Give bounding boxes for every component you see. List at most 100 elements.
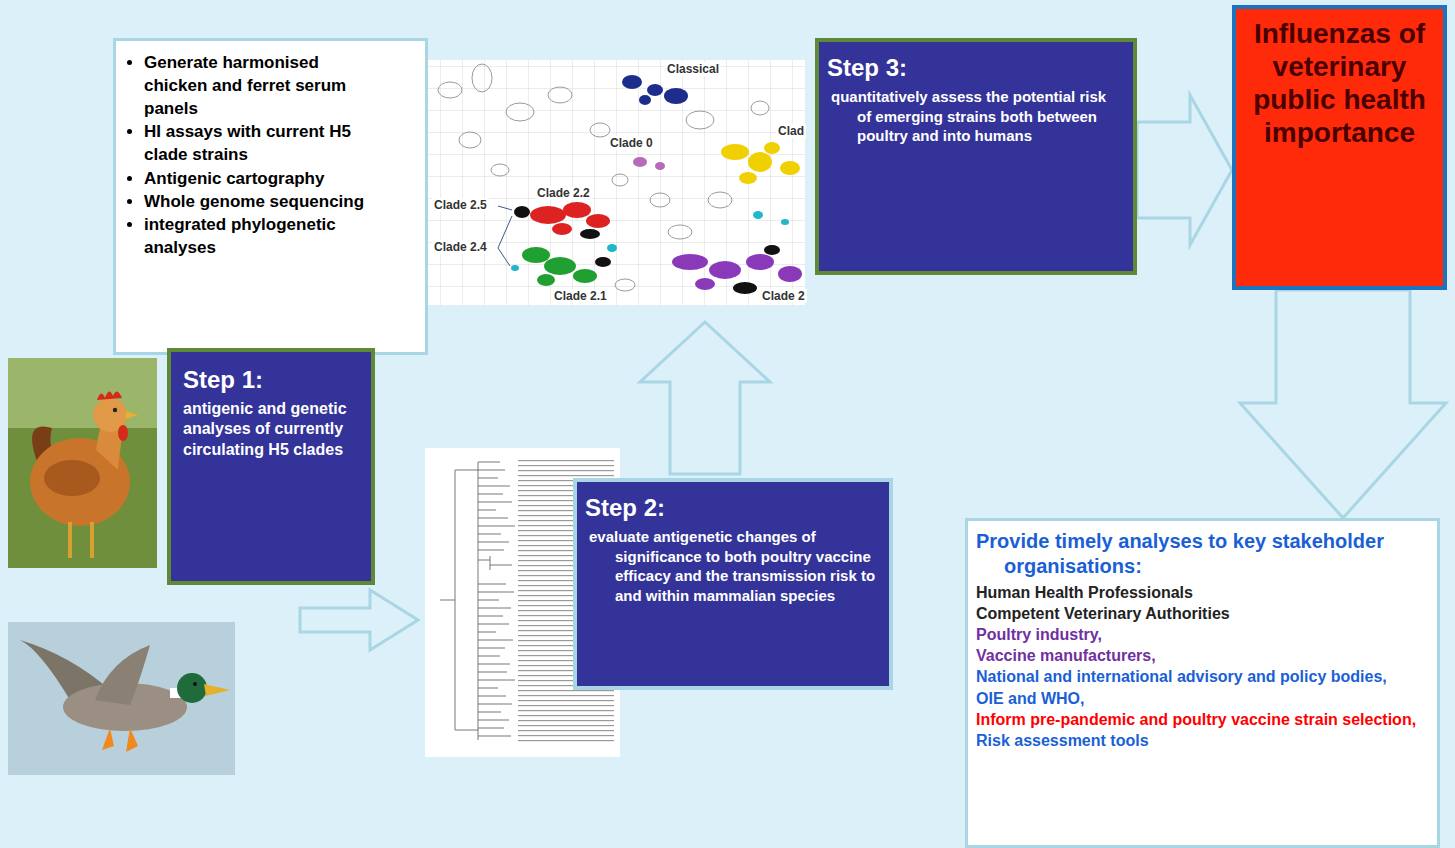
step-description: antigenic and genetic analyses of curren… — [183, 399, 361, 460]
stakeholder-item: Inform pre-pandemic and poultry vaccine … — [976, 709, 1427, 730]
chicken-photo — [8, 358, 157, 568]
chicken-photo-part — [70, 522, 92, 558]
antigenic-map-part-part — [721, 144, 749, 160]
antigenic-map-part-part — [548, 87, 572, 103]
stakeholder-box: Provide timely analyses to key stakehold… — [965, 518, 1440, 848]
step-box: Step 1: antigenic and genetic analyses of… — [167, 348, 375, 585]
antigenic-map-part-part — [647, 84, 663, 96]
antigenic-map-part-part — [537, 274, 555, 286]
antigenic-map-part-part — [655, 162, 665, 170]
antigenic-map-part-part — [607, 244, 617, 252]
stakeholder-item: OIE and WHO, — [976, 688, 1427, 709]
antigenic-map-part-part — [748, 152, 772, 172]
duck-photo-part — [8, 622, 235, 775]
step-heading: Step 2: — [585, 494, 879, 523]
antigenic-map-part — [721, 142, 800, 184]
antigenic-map-part-part — [522, 247, 550, 263]
chicken-photo-part — [44, 460, 100, 496]
antigenic-map-part-part — [780, 161, 800, 175]
clade-label: Clade 2.5 — [432, 198, 489, 212]
stakeholder-item: Poultry industry, — [976, 624, 1427, 645]
antigenic-map — [428, 60, 805, 305]
antigenic-map-part — [622, 75, 688, 105]
clade-label: Classical — [665, 62, 721, 76]
antigenic-map-part-part — [764, 245, 780, 255]
antigenic-map-part — [438, 64, 769, 291]
step-heading: Step 1: — [183, 366, 361, 395]
antigenic-map-part-part — [650, 193, 670, 207]
duck-photo-part — [102, 728, 138, 752]
bullet-item: integrated phylogenetic analyses — [144, 213, 385, 259]
antigenic-map-part-part — [686, 111, 714, 129]
antigenic-map-part-part — [472, 64, 492, 92]
bullet-item: Whole genome sequencing — [144, 190, 385, 213]
antigenic-map-part-part — [709, 261, 741, 279]
antigenic-map-part — [428, 60, 805, 305]
antigenic-map-part-part — [438, 82, 462, 98]
antigenic-map-part-part — [664, 88, 688, 104]
antigenic-map-part-part — [580, 229, 600, 239]
bullet-list: Generate harmonised chicken and ferret s… — [122, 51, 385, 259]
antigenic-map-part-part — [506, 103, 534, 121]
antigenic-map-part-part — [778, 266, 802, 282]
antigenic-map-part-part — [668, 225, 692, 239]
antigenic-map-part-part — [622, 75, 642, 89]
antigenic-map-part-part — [733, 282, 757, 294]
antigenic-map-part-part — [753, 211, 763, 219]
phylogenetic-tree-part — [440, 462, 515, 740]
chicken-photo-part — [113, 408, 117, 412]
flow-arrow — [1137, 95, 1232, 245]
duck-photo-part — [177, 673, 207, 703]
outcome-box: Influenzas of veterinary public health i… — [1232, 5, 1447, 290]
bullet-item: HI assays with current H5 clade strains — [144, 120, 385, 166]
flow-arrow — [1240, 290, 1446, 518]
chicken-photo-part — [118, 425, 128, 441]
duck-photo-part — [204, 684, 230, 696]
antigenic-map-part-part — [595, 257, 611, 267]
clade-label: Clade 2.4 — [432, 240, 489, 254]
antigenic-map-part — [514, 206, 780, 294]
antigenic-map-part-part — [781, 219, 789, 225]
stakeholder-item: Vaccine manufacturers, — [976, 645, 1427, 666]
clade-label: Clade 2.1 — [552, 289, 609, 303]
clade-label: Clade 2.2 — [535, 186, 592, 200]
antigenic-map-part — [511, 211, 789, 271]
antigenic-map-part-part — [764, 142, 780, 154]
stakeholder-item: Competent Veterinary Authorities — [976, 603, 1427, 624]
clade-label: Clade 0 — [608, 136, 655, 150]
antigenic-map-part-part — [573, 269, 597, 283]
antigenic-map-part-part — [590, 123, 610, 137]
outcome-title: Influenzas of veterinary public health i… — [1242, 17, 1437, 149]
antigenic-map-part — [428, 60, 805, 305]
step-description: evaluate antigenetic changes of signific… — [585, 527, 879, 606]
antigenic-map-part-part — [746, 254, 774, 270]
duck-photo-part — [95, 645, 150, 705]
antigenic-map-part-part — [633, 157, 647, 167]
flow-arrow-decoration-part — [300, 590, 418, 650]
antigenic-map-part-part — [672, 254, 708, 270]
antigenic-map-part-part — [751, 101, 769, 115]
antigenic-map-part — [633, 157, 665, 170]
step-box: Step 3:quantitatively assess the potenti… — [815, 38, 1137, 275]
stakeholder-item: Risk assessment tools — [976, 730, 1427, 751]
antigenic-map-part — [498, 206, 512, 266]
antigenic-map-part-part — [530, 206, 566, 224]
step-heading: Step 3: — [827, 54, 1123, 83]
step-box: Step 2: evaluate antigenetic changes of s… — [573, 478, 893, 690]
duck-photo — [8, 622, 235, 775]
bullet-item: Generate harmonised chicken and ferret s… — [144, 51, 385, 120]
stakeholder-item: Human Health Professionals — [976, 582, 1427, 603]
antigenic-map-part-part — [639, 95, 651, 105]
clade-label: Clade 2 — [760, 289, 807, 303]
antigenic-map-part-part — [563, 202, 591, 218]
antigenic-map-part-part — [695, 278, 715, 290]
clade-label: Clad — [776, 124, 806, 138]
antigenic-map-part — [522, 247, 597, 286]
stakeholder-heading: Provide timely analyses to key stakehold… — [976, 529, 1427, 579]
antigenic-map-part-part — [739, 172, 757, 184]
antigenic-map-part-part — [514, 206, 530, 218]
method-list-box: Generate harmonised chicken and ferret s… — [113, 38, 428, 355]
antigenic-map-part-part — [615, 279, 635, 291]
antigenic-map-part-part — [544, 257, 576, 275]
antigenic-map-part-part — [586, 214, 610, 228]
